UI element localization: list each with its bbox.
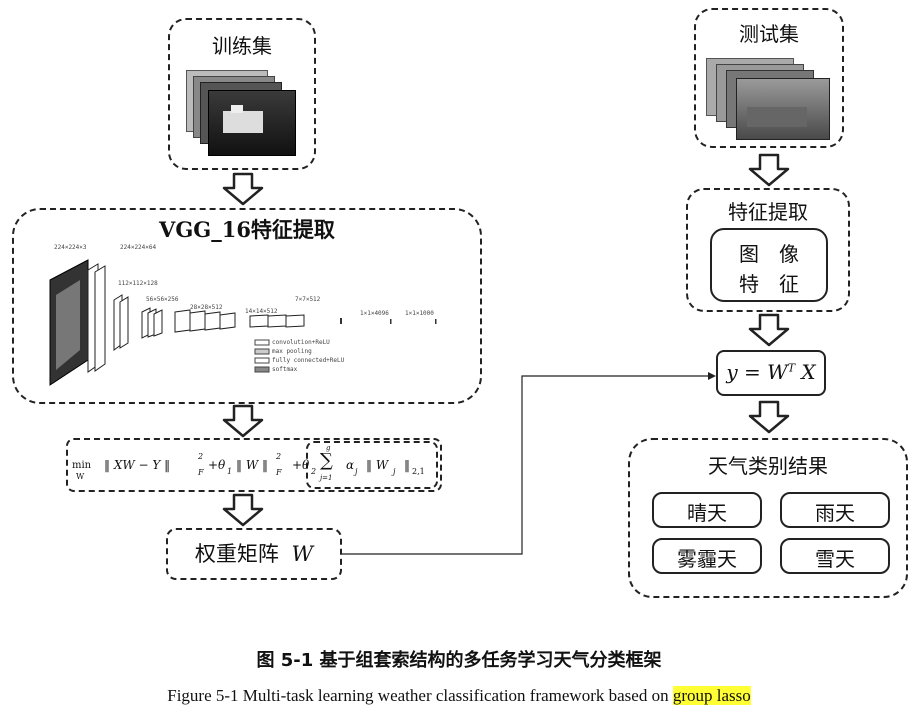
weight-matrix-text: 权重矩阵 <box>194 542 279 566</box>
group-lasso-term-box <box>306 441 438 489</box>
sum-icon: ∑ <box>320 450 333 471</box>
linear-model-box <box>716 350 826 396</box>
theta2: +θ <box>292 458 310 472</box>
min-subscript: W <box>76 472 85 481</box>
min-operator: min <box>72 460 92 471</box>
arrow-down-icon <box>748 153 790 187</box>
loss-sup: 2 <box>198 452 204 461</box>
alpha: α <box>346 458 355 472</box>
w-sup: 2 <box>276 452 282 461</box>
dim-label: 224×224×3 <box>54 244 87 251</box>
wj-norm: ‖ W <box>366 458 389 472</box>
vgg-architecture-diagram: 224×224×3 224×224×64 112×112×128 56×56×2… <box>40 240 470 390</box>
class-snow-box <box>780 538 890 574</box>
arrow-down-icon <box>222 172 264 206</box>
class-haze-box <box>652 538 762 574</box>
legend-label: convolution+ReLU <box>272 339 330 346</box>
loss-sub: F <box>198 468 204 477</box>
weight-matrix-label: 权重矩阵 W <box>166 538 342 568</box>
weather-result-title: 天气类别结果 <box>708 454 828 478</box>
legend-label: softmax <box>272 366 298 373</box>
arrow-down-icon <box>748 313 790 347</box>
arrow-down-icon <box>222 493 264 527</box>
arrow-down-icon <box>222 404 264 438</box>
class-snow-label: 雪天 <box>815 547 855 571</box>
legend-label: max pooling <box>272 348 312 355</box>
test-images-stack <box>706 58 834 142</box>
norm-sub: 2,1 <box>412 467 425 476</box>
dim-label: 7×7×512 <box>295 296 321 303</box>
class-sunny-box <box>652 492 762 528</box>
dim-label: 1×1×4096 <box>360 310 389 317</box>
alpha-sub: j <box>355 467 358 476</box>
image-feature-line2: 特 征 <box>739 272 799 296</box>
image-feature-box <box>710 228 828 302</box>
theta2-sub: 2 <box>311 467 317 476</box>
test-set-title: 测试集 <box>739 22 799 46</box>
class-sunny-label: 晴天 <box>687 501 727 525</box>
weight-matrix-symbol: W <box>291 542 314 566</box>
linear-model-equation: y = WT X <box>716 360 826 384</box>
sum-top: g <box>326 444 331 452</box>
image-feature-line1: 图 像 <box>739 242 799 266</box>
training-images-stack <box>186 70 296 156</box>
caption-english: Figure 5-1 Multi-task learning weather c… <box>0 686 918 706</box>
class-rainy-label: 雨天 <box>815 501 855 525</box>
equation-lhs: y = W <box>726 360 788 384</box>
w-sub: F <box>276 468 282 477</box>
vgg-title: VGG_16特征提取 <box>159 217 335 242</box>
objective-formula: min W ‖ XW − Y ‖ 2 F +θ 1 ‖ W ‖ 2 F +θ 2… <box>70 444 440 484</box>
caption-english-main: Figure 5-1 Multi-task learning weather c… <box>167 686 673 705</box>
theta1: +θ <box>208 458 226 472</box>
dim-label: 112×112×128 <box>118 280 158 287</box>
feature-extraction-title: 特征提取 <box>728 200 808 224</box>
vgg-layers-drawing <box>49 259 437 386</box>
loss-term: ‖ XW − Y ‖ <box>104 458 171 472</box>
equation-rhs: X <box>801 360 816 384</box>
dim-label: 224×224×64 <box>120 244 157 251</box>
dim-label: 14×14×512 <box>245 308 278 315</box>
weight-matrix-box <box>166 528 342 580</box>
class-rainy-box <box>780 492 890 528</box>
dim-label: 1×1×1000 <box>405 310 434 317</box>
dim-label: 28×28×512 <box>190 304 223 311</box>
w-norm: ‖ W ‖ <box>236 458 268 472</box>
norm-end: ‖ <box>404 458 410 472</box>
training-set-title: 训练集 <box>212 34 272 58</box>
caption-chinese: 图 5-1 基于组套索结构的多任务学习天气分类框架 <box>256 650 662 671</box>
dim-label: 56×56×256 <box>146 296 179 303</box>
legend-label: fully connected+ReLU <box>272 357 345 364</box>
theta1-sub: 1 <box>227 467 233 476</box>
arrow-down-icon <box>748 400 790 434</box>
sum-bottom: j=1 <box>320 474 333 482</box>
connector-line <box>342 372 716 555</box>
equation-sup: T <box>787 361 796 375</box>
wj-sub: j <box>393 467 396 476</box>
caption-english-highlight: group lasso <box>672 686 751 705</box>
class-haze-label: 雾霾天 <box>677 547 737 571</box>
